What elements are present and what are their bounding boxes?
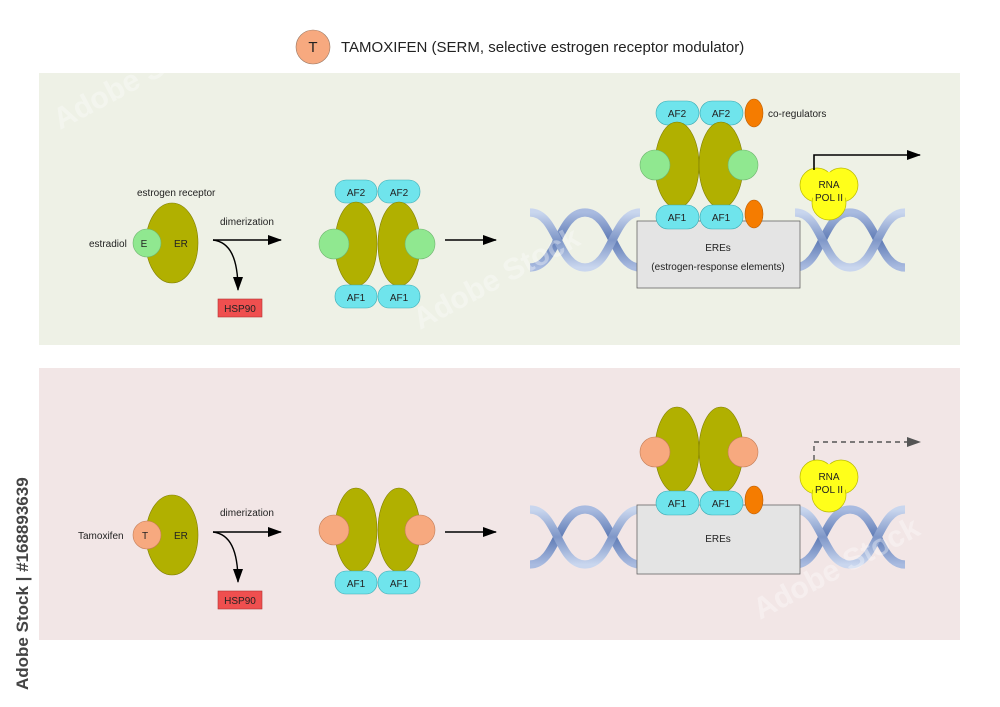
eres-box [636,220,801,289]
blocked-transcription-arrow [813,437,921,460]
bound-estradiol-right-icon [727,149,759,181]
hsp90-label-bottom: HSP90 [224,596,256,607]
estradiol-panel [39,73,960,345]
bound-af2-label-left: AF2 [668,109,687,120]
hsp90-release-arrow-bottom [212,531,243,583]
pol-label-top: POL II [815,193,843,204]
coregulator-top-icon [744,98,764,128]
af1-pill-right [377,284,421,309]
bound-af1-pill-bottom-left [655,490,700,516]
estradiol-bound-left-icon [318,228,350,260]
page-title: TAMOXIFEN (SERM, selective estrogen rece… [341,39,744,56]
eres-box-bottom [636,504,801,575]
bound-af1-label-right: AF1 [712,213,731,224]
eres-label: EREs [705,243,731,254]
bound-tamoxifen-left-icon [639,436,671,468]
eres-full-label: (estrogen-response elements) [651,262,784,273]
bound-af1-pill-right [699,204,744,230]
af1-pill-bottom-right [377,570,421,595]
hsp90-label: HSP90 [224,304,256,315]
af1-pill-bottom-left [334,570,378,595]
estradiol-label: estradiol [89,239,127,250]
dimerization-label-bottom: dimerization [220,508,274,519]
bound-af2-label-right: AF2 [712,109,731,120]
af1-label-bottom-right: AF1 [390,579,409,590]
bound-af1-pill-bottom-right [699,490,744,516]
estradiol-letter: E [141,239,148,250]
af2-label-right: AF2 [390,188,409,199]
co-regulators-label: co-regulators [768,109,826,120]
tamoxifen-badge-letter: T [308,39,317,56]
tamoxifen-letter: T [142,531,148,542]
af2-label-left: AF2 [347,188,366,199]
tamoxifen-badge-icon [295,29,331,65]
tamoxifen-bound-left-icon [318,514,350,546]
af1-pill-left [334,284,378,309]
coregulator-bottom-icon [744,485,764,515]
transcription-arrow [813,150,921,170]
rna-label-top: RNA [818,180,839,191]
coregulator-af1-icon [744,199,764,229]
adobe-stock-side-label: Adobe Stock | #168893639 [13,477,32,690]
hsp90-release-arrow [212,239,243,291]
bound-tamoxifen-right-icon [727,436,759,468]
eres-label-bottom: EREs [705,534,731,545]
bound-af1-label-bottom-right: AF1 [712,499,731,510]
bound-af1-label-bottom-left: AF1 [668,499,687,510]
rna-pol-ii-top-icon [799,167,859,221]
estradiol-molecule-icon [132,228,162,258]
af1-label-right: AF1 [390,293,409,304]
dimerization-label: dimerization [220,217,274,228]
rna-pol-ii-bottom-icon [799,459,859,513]
hsp90-box-bottom [217,590,263,610]
bound-af1-pill-left [655,204,700,230]
estrogen-receptor-label: estrogen receptor [137,188,216,199]
er-letter-bottom: ER [174,531,188,542]
hsp90-box [217,298,263,318]
pol-label-bottom: POL II [815,485,843,496]
af1-label-left: AF1 [347,293,366,304]
tamoxifen-label: Tamoxifen [78,531,124,542]
estradiol-bound-right-icon [404,228,436,260]
er-letter: ER [174,239,188,250]
bound-estradiol-left-icon [639,149,671,181]
tamoxifen-molecule-icon [132,520,162,550]
rna-label-bottom: RNA [818,472,839,483]
bound-af1-label-left: AF1 [668,213,687,224]
tamoxifen-bound-right-icon [404,514,436,546]
tamoxifen-panel [39,368,960,640]
af1-label-bottom-left: AF1 [347,579,366,590]
